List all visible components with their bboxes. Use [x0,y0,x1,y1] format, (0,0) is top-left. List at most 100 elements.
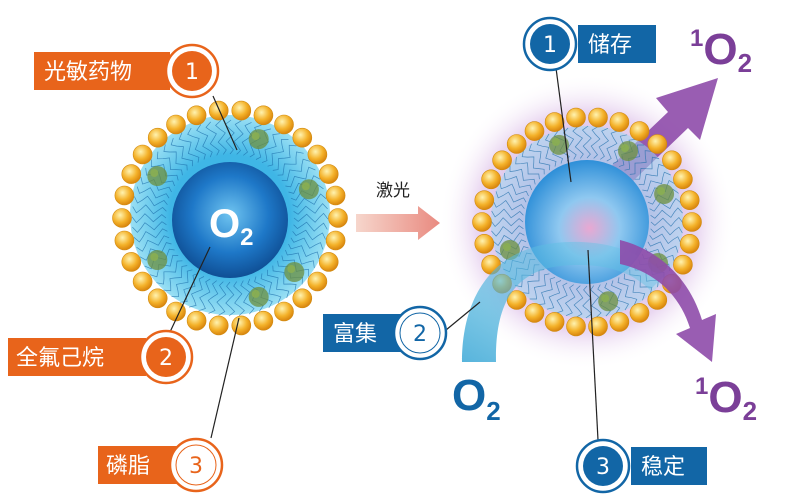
lipid-tail [617,277,638,306]
molecule-highlight [150,169,159,177]
label-bg [98,446,178,484]
phospholipid-head [208,315,229,336]
lipid-tail [650,207,683,219]
phospholipid-head [274,114,294,135]
leader-line-core [169,246,211,333]
label-text: 储存 [588,33,632,58]
photosensitizer-molecule [248,286,269,307]
singlet-oxygen-arrow-bottom [620,240,716,362]
laser-arrow: 激光 [356,181,440,240]
lipid-tail [171,269,193,297]
phospholipid-head [307,271,328,292]
leader-line-enrich [445,301,481,331]
lipid-tail [267,139,289,167]
lipid-tail [598,127,610,160]
phospholipid-head [166,114,186,135]
lipid-tail [187,127,206,160]
lipid-tail [132,204,167,215]
phospholipid-head [544,312,565,332]
label-phospholipid: 磷脂 3 [98,437,224,493]
molecule-body [618,141,638,161]
photosensitizer-molecule [298,179,319,200]
molecule-highlight [301,182,310,191]
label-stability: 3 稳定 [575,438,707,494]
phospholipid-head [679,190,700,210]
oxygen-in-label: O2 [452,371,501,426]
left-core-o2-text: O2 [209,202,253,251]
phospholipid-head [231,100,252,121]
lipid-tail [215,120,227,155]
phospholipid-head [318,252,339,272]
phospholipid-head [307,144,328,165]
phospholipid-head [474,234,495,254]
number-text: 3 [596,455,610,480]
lipid-tail [492,199,525,211]
oxygen-inflow-arrow [462,241,665,362]
phospholipid-head [673,254,693,275]
molecule-highlight [251,132,260,141]
lipid-tail [499,181,529,197]
phospholipid-head [682,212,702,232]
number-text: 2 [413,322,427,347]
phospholipid-head [524,121,545,141]
lipid-tail [170,137,194,167]
lipid-tail [521,269,545,294]
lipid-tail [281,158,311,182]
lipid-tail [528,143,551,171]
lipid-tail [156,260,183,285]
lipid-tail [638,163,666,186]
leader-line-lipid [210,317,240,439]
molecule-highlight [502,243,511,251]
molecule-highlight [251,289,260,298]
phospholipid-head [147,288,168,309]
lipid-tail [207,280,219,314]
phospholipid-head [292,127,313,148]
lipid-tail [611,280,630,311]
phospholipid-head [121,164,142,184]
phospholipid-head [588,316,608,337]
lipid-tail [649,233,682,245]
phospholipid-head [506,134,527,154]
number-badge [172,51,212,91]
lipid-tail [233,120,244,155]
phospholipid-head [325,230,346,251]
lipid-tail [179,273,199,303]
molecule-body [284,262,305,282]
lipid-tail [277,151,304,176]
phospholipid-head [253,310,274,331]
phospholipid-head [629,121,650,141]
molecule-body [248,129,269,150]
lipid-tail [156,151,183,176]
phospholipid-head [492,150,512,171]
number-badge [175,444,217,486]
phospholipid-head [114,185,135,206]
lipid-tail [491,208,524,219]
photosensitizer-molecule [618,141,638,161]
phospholipid-head [609,312,630,332]
lipid-tail [225,281,236,317]
phospholipid-head [524,303,545,323]
lipid-tail [132,221,167,233]
lipid-tail [293,212,329,223]
singlet-oxygen-bottom-label: 1O2 [695,373,757,426]
left-photosensitizer-molecules [147,129,319,307]
leader-line-drug [212,95,238,151]
lipid-tail [581,125,592,159]
lipid-tail [647,241,679,253]
label-bg [323,314,401,352]
phospholipid-head [481,169,501,190]
leader-line-stable [587,249,599,441]
phospholipid-head [662,150,682,171]
number-badge [399,312,441,354]
phospholipid-head [253,105,274,126]
lipid-tail [136,186,170,199]
singlet-oxygen-top-label: 1O2 [690,25,752,78]
photosensitizer-molecule [284,262,305,282]
phospholipid-head [647,134,668,154]
lipid-tail [582,285,593,319]
phospholipid-head [566,107,586,128]
photosensitizer-molecule [598,291,619,312]
lipid-tail [293,221,328,232]
